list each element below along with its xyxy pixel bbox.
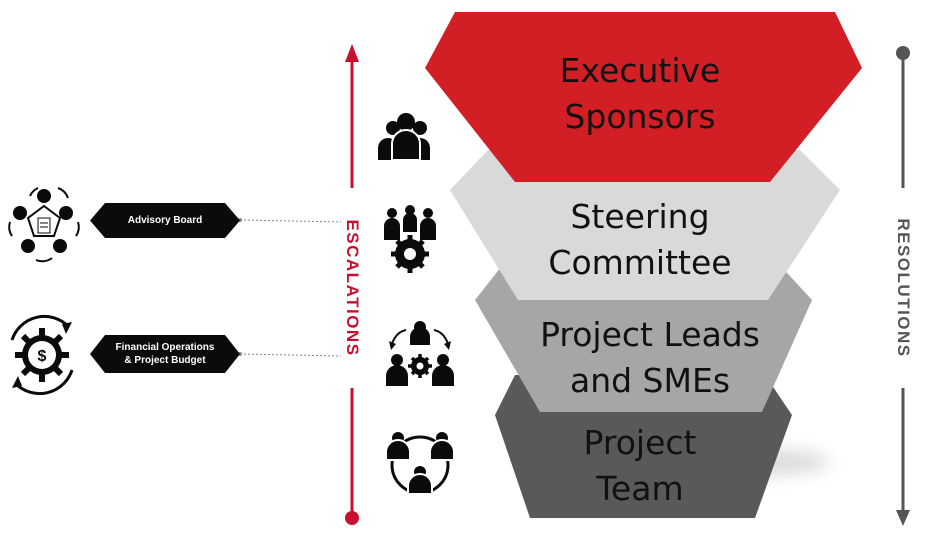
resolutions-arrow-dot xyxy=(896,46,910,60)
svg-text:$: $ xyxy=(38,348,47,365)
advisory-board-tag: Advisory Board xyxy=(90,203,240,238)
board-meeting-icon xyxy=(8,187,80,263)
tier-shape-executive-sponsors xyxy=(425,12,862,182)
advisory-connector xyxy=(239,219,345,223)
network-team-icon xyxy=(385,432,455,495)
team-group-icon xyxy=(378,113,430,161)
escalations-label: ESCALATIONS xyxy=(341,188,363,388)
escalations-arrow-dot xyxy=(345,511,359,525)
tier-shape-steering-committee xyxy=(450,150,840,300)
group-gear-icon xyxy=(384,205,436,273)
budget-gear-icon: $ xyxy=(10,314,74,396)
financial-operations-tag: Financial Operations & Project Budget xyxy=(90,335,240,373)
leads-exchange-icon xyxy=(386,321,454,386)
escalations-arrow-head xyxy=(345,44,359,62)
tier-label-executive-sponsors: Executive Sponsors xyxy=(559,51,721,136)
resolutions-label: RESOLUTIONS xyxy=(892,188,914,388)
tier-label-project-team: Project Team xyxy=(583,423,697,508)
resolutions-arrow-head xyxy=(896,510,910,526)
tier-label-project-leads: Project Leads and SMEs xyxy=(540,315,760,400)
tier-label-steering-committee: Steering Committee xyxy=(548,197,732,282)
budget-connector xyxy=(239,353,345,357)
